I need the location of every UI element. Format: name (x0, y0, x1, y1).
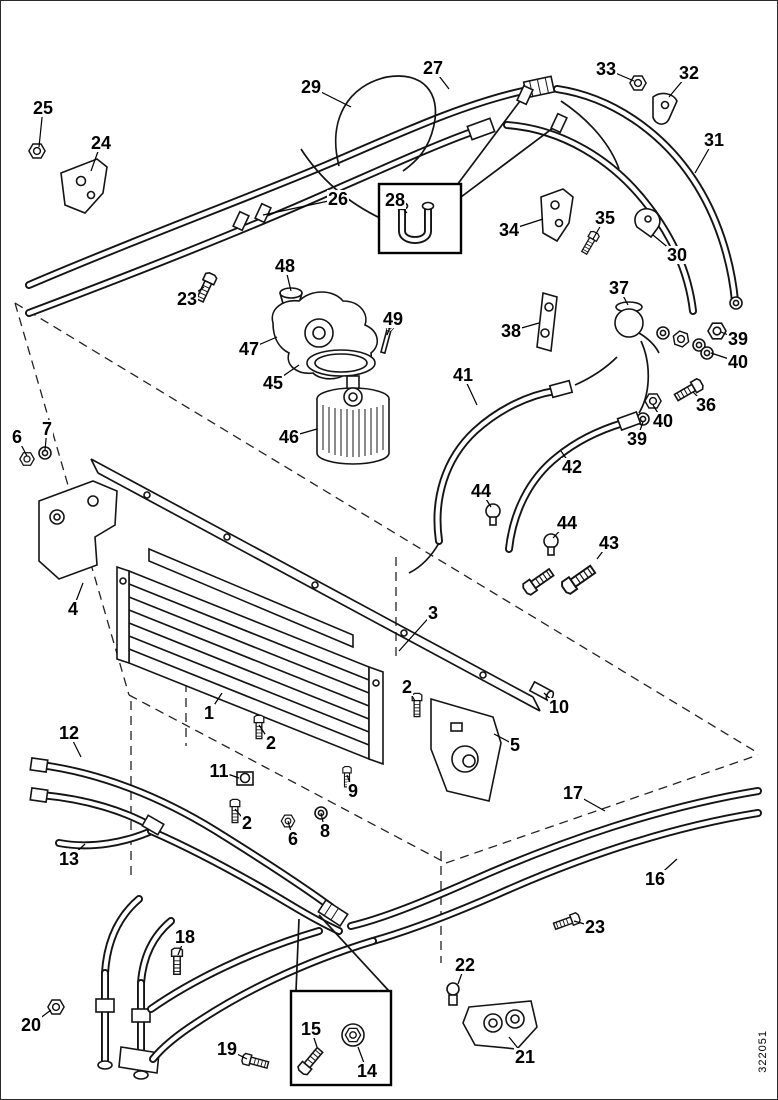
callout-leader-40-11 (218, 770, 240, 779)
left-bracket-group (28, 143, 219, 304)
right-fittings-group (536, 75, 727, 426)
hardware-6-7 (19, 446, 52, 466)
callout-leader-15-47 (248, 336, 278, 350)
lower-right-clamp-bracket (446, 982, 538, 1050)
cooler-hardware (229, 692, 423, 828)
oil-cooler-core (116, 547, 384, 766)
callout-leader-7-26 (262, 198, 339, 216)
callout-leader-32-4 (72, 582, 84, 610)
lower-long-tubes (147, 787, 762, 1063)
callout-leader-29-44 (480, 490, 492, 508)
callout-leader-39-12 (68, 732, 82, 758)
center-hoses-group (408, 356, 642, 597)
callout-leader-3-27 (432, 67, 450, 90)
left-mount-bracket (38, 480, 118, 580)
callout-leader-50-22 (457, 964, 466, 985)
callout-leader-27-6 (16, 436, 28, 457)
support-bracket-5 (430, 697, 502, 802)
callout-leader-9-34 (508, 218, 544, 231)
callout-leader-19-40 (710, 352, 739, 363)
callout-leader-47-16 (654, 858, 678, 880)
callout-leader-17-38 (510, 322, 540, 332)
callout-leader-21-36 (692, 391, 707, 406)
callout-leader-0-25 (38, 107, 44, 148)
inset-box-clamp-detail (377, 84, 568, 255)
callout-leader-6-31 (694, 139, 715, 174)
callout-leader-22-41 (462, 374, 478, 406)
callout-leader-31-43 (596, 542, 610, 560)
figure-id-label: 322051 (757, 1030, 769, 1073)
callout-leader-2-29 (310, 86, 352, 108)
oil-filter-assembly (271, 287, 395, 465)
lower-left-hoses (29, 757, 349, 1080)
callout-leader-4-33 (605, 68, 635, 82)
callout-leader-51-20 (30, 1009, 52, 1026)
callout-leader-5-32 (668, 72, 690, 98)
callout-leader-30-44 (552, 522, 568, 539)
callout-leader-13-48 (284, 265, 292, 292)
callout-leader-20-45 (272, 364, 300, 384)
callout-leader-25-46 (288, 428, 318, 438)
callout-leader-42-17 (572, 792, 606, 812)
